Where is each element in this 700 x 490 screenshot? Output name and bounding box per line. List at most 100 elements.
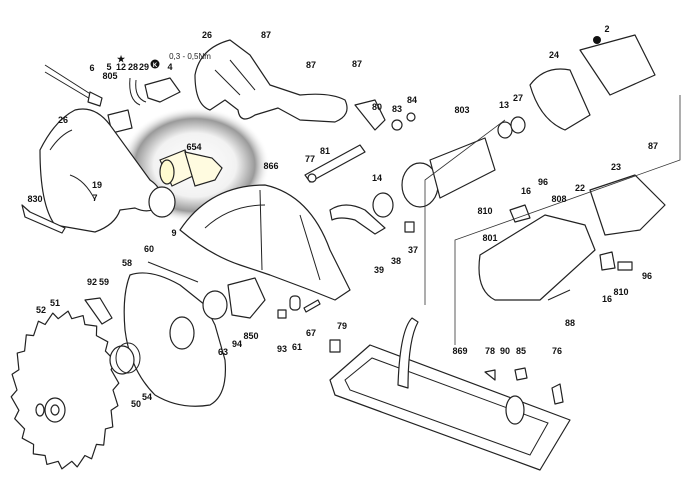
part-label: 50 — [131, 399, 141, 409]
part-label: 13 — [499, 100, 509, 110]
field-2 — [579, 34, 656, 96]
part-label: 5 — [106, 62, 111, 72]
part-label: 93 — [277, 344, 287, 354]
bolt-52 — [35, 403, 45, 417]
screw-93 — [277, 309, 287, 319]
wing-76 — [551, 383, 564, 405]
torque-note: 0,3 - 0,5Nm — [169, 52, 211, 61]
part-label: 7 — [92, 193, 97, 203]
armature-803 — [429, 137, 496, 199]
bearing-63 — [202, 290, 228, 320]
handle-knob — [148, 186, 176, 218]
armature-bracket-line — [424, 119, 506, 305]
base-inner — [344, 357, 549, 456]
part-label: 96 — [642, 271, 652, 281]
spring-83 — [391, 119, 403, 131]
flange-50 — [109, 345, 135, 375]
part-label: 83 — [392, 104, 402, 114]
motor-housing-801 — [478, 214, 596, 301]
part-label: 88 — [565, 318, 575, 328]
end-cap-23 — [589, 174, 666, 236]
part-label: 12 — [116, 62, 126, 72]
nut-84 — [406, 112, 416, 122]
part-label: 830 — [27, 194, 42, 204]
part-label: 803 — [454, 105, 469, 115]
part-label: 23 — [611, 162, 621, 172]
part-label: 26 — [58, 115, 68, 125]
part-label: 24 — [549, 50, 559, 60]
part-label: 9 — [171, 228, 176, 238]
marker-icon-letter: K — [153, 63, 158, 69]
part-label: 61 — [292, 342, 302, 352]
part-label: 85 — [516, 346, 526, 356]
part-label: 78 — [485, 346, 495, 356]
cord-sleeve — [87, 91, 103, 107]
pin-67 — [303, 299, 321, 313]
part-label: 810 — [613, 287, 628, 297]
part-label: 87 — [648, 141, 658, 151]
top-handle — [194, 39, 348, 123]
part-label: 76 — [552, 346, 562, 356]
part-label: 850 — [243, 331, 258, 341]
saw-blade — [10, 310, 120, 470]
bevel-knob — [505, 395, 525, 425]
part-label: 29 — [139, 62, 149, 72]
motor-bracket-line — [454, 95, 681, 345]
handle-detail — [49, 129, 96, 201]
power-cord — [44, 64, 93, 101]
part-label: 801 — [482, 233, 497, 243]
brush-holder-16b — [599, 251, 616, 271]
part-label: 22 — [575, 183, 585, 193]
part-label: 92 — [87, 277, 97, 287]
part-label: 16 — [521, 186, 531, 196]
brush-holder-16 — [509, 204, 531, 223]
part-label: 26 — [202, 30, 212, 40]
top-handle-ribs — [214, 59, 256, 96]
part-label: 87 — [352, 59, 362, 69]
base-plate — [329, 344, 571, 471]
part-label: 19 — [92, 180, 102, 190]
part-label: 27 — [513, 93, 523, 103]
part-label: 6 — [89, 63, 94, 73]
part-label: 808 — [551, 194, 566, 204]
part-label: 77 — [305, 154, 315, 164]
part-label: 38 — [391, 256, 401, 266]
part-label: 14 — [372, 173, 382, 183]
part-labels: 6 5 805 12 28 29 4 26 87 87 26 654 19 7 … — [27, 24, 658, 409]
bolt-78 — [484, 369, 496, 381]
lever-80 — [354, 99, 386, 131]
part-label: 16 — [602, 294, 612, 304]
part-label: 60 — [144, 244, 154, 254]
part-label: 54 — [142, 392, 152, 402]
marker-icon-k — [150, 59, 160, 69]
guard-detail — [204, 189, 321, 281]
ring-54 — [115, 342, 141, 374]
part-61 — [289, 295, 301, 311]
brush-810 — [617, 261, 633, 271]
part-label: 58 — [122, 258, 132, 268]
hex-key-830 — [21, 204, 66, 234]
switch-wires — [129, 77, 147, 106]
part-label: 52 — [36, 305, 46, 315]
part-label: 96 — [538, 177, 548, 187]
bearing-27 — [510, 116, 526, 134]
part-label: 90 — [500, 346, 510, 356]
part-label: 84 — [407, 95, 417, 105]
part-label: 2 — [604, 24, 609, 34]
star-icon: ★ — [117, 54, 126, 64]
part-label: 63 — [218, 347, 228, 357]
bevel-quadrant — [397, 317, 419, 389]
spring-60 — [147, 261, 199, 283]
part-label: 39 — [374, 265, 384, 275]
part-label: 28 — [128, 62, 138, 72]
marker-icon — [593, 36, 601, 44]
part-label: 80 — [372, 102, 382, 112]
air-baffle-24 — [529, 68, 591, 131]
guard-bore — [169, 316, 195, 350]
part-37 — [404, 221, 415, 233]
bearing-14 — [372, 192, 394, 218]
part-label: 810 — [477, 206, 492, 216]
screw-88 — [547, 289, 571, 301]
